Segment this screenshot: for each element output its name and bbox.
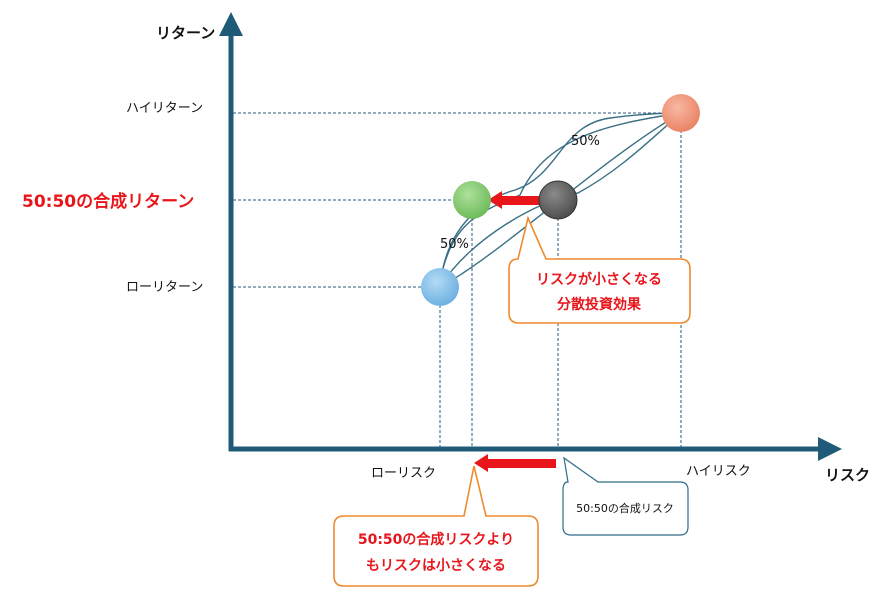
point-low-risk-low-return xyxy=(421,268,459,306)
y-axis-arrowhead xyxy=(219,12,243,36)
percent-label-lower: 50% xyxy=(440,237,469,252)
guide-lines xyxy=(233,112,682,447)
percent-label-upper: 50% xyxy=(571,134,600,149)
axes xyxy=(219,12,842,461)
y-tick-high-return: ハイリターン xyxy=(126,101,203,116)
return-shift-arrow xyxy=(488,191,540,209)
x-axis-arrowhead xyxy=(818,437,842,461)
callout-diversification-line1: リスクが小さくなる xyxy=(536,271,662,288)
y-tick-combined-return: 50:50の合成リターン xyxy=(22,191,194,212)
curve-upper-arc xyxy=(439,112,682,281)
x-tick-high-risk: ハイリスク xyxy=(686,464,751,479)
callout-combined-risk-text: 50:50の合成リスク xyxy=(576,501,674,515)
x-axis-label: リスク xyxy=(825,466,870,484)
point-diversified-portfolio xyxy=(453,181,491,219)
callout-combined-risk: 50:50の合成リスク xyxy=(562,456,689,536)
x-tick-low-risk: ローリスク xyxy=(371,466,436,481)
curve-upper xyxy=(439,112,682,288)
callout-risk-smaller-line1: 50:50の合成リスクより xyxy=(358,531,514,548)
y-tick-low-return: ローリターン xyxy=(126,280,203,295)
callout-risk-smaller-line2: もリスクは小さくなる xyxy=(366,558,506,574)
callout-diversification-line2: 分散投資効果 xyxy=(557,296,642,313)
callout-risk-smaller: 50:50の合成リスクより もリスクは小さくなる xyxy=(333,465,539,587)
callout-diversification-effect: リスクが小さくなる 分散投資効果 xyxy=(508,215,691,324)
point-high-risk-high-return xyxy=(662,94,700,132)
point-combined-50-50 xyxy=(538,180,578,220)
y-axis-label: リターン xyxy=(156,24,215,42)
risk-shift-arrow xyxy=(474,454,556,472)
curve-lower xyxy=(439,112,682,288)
